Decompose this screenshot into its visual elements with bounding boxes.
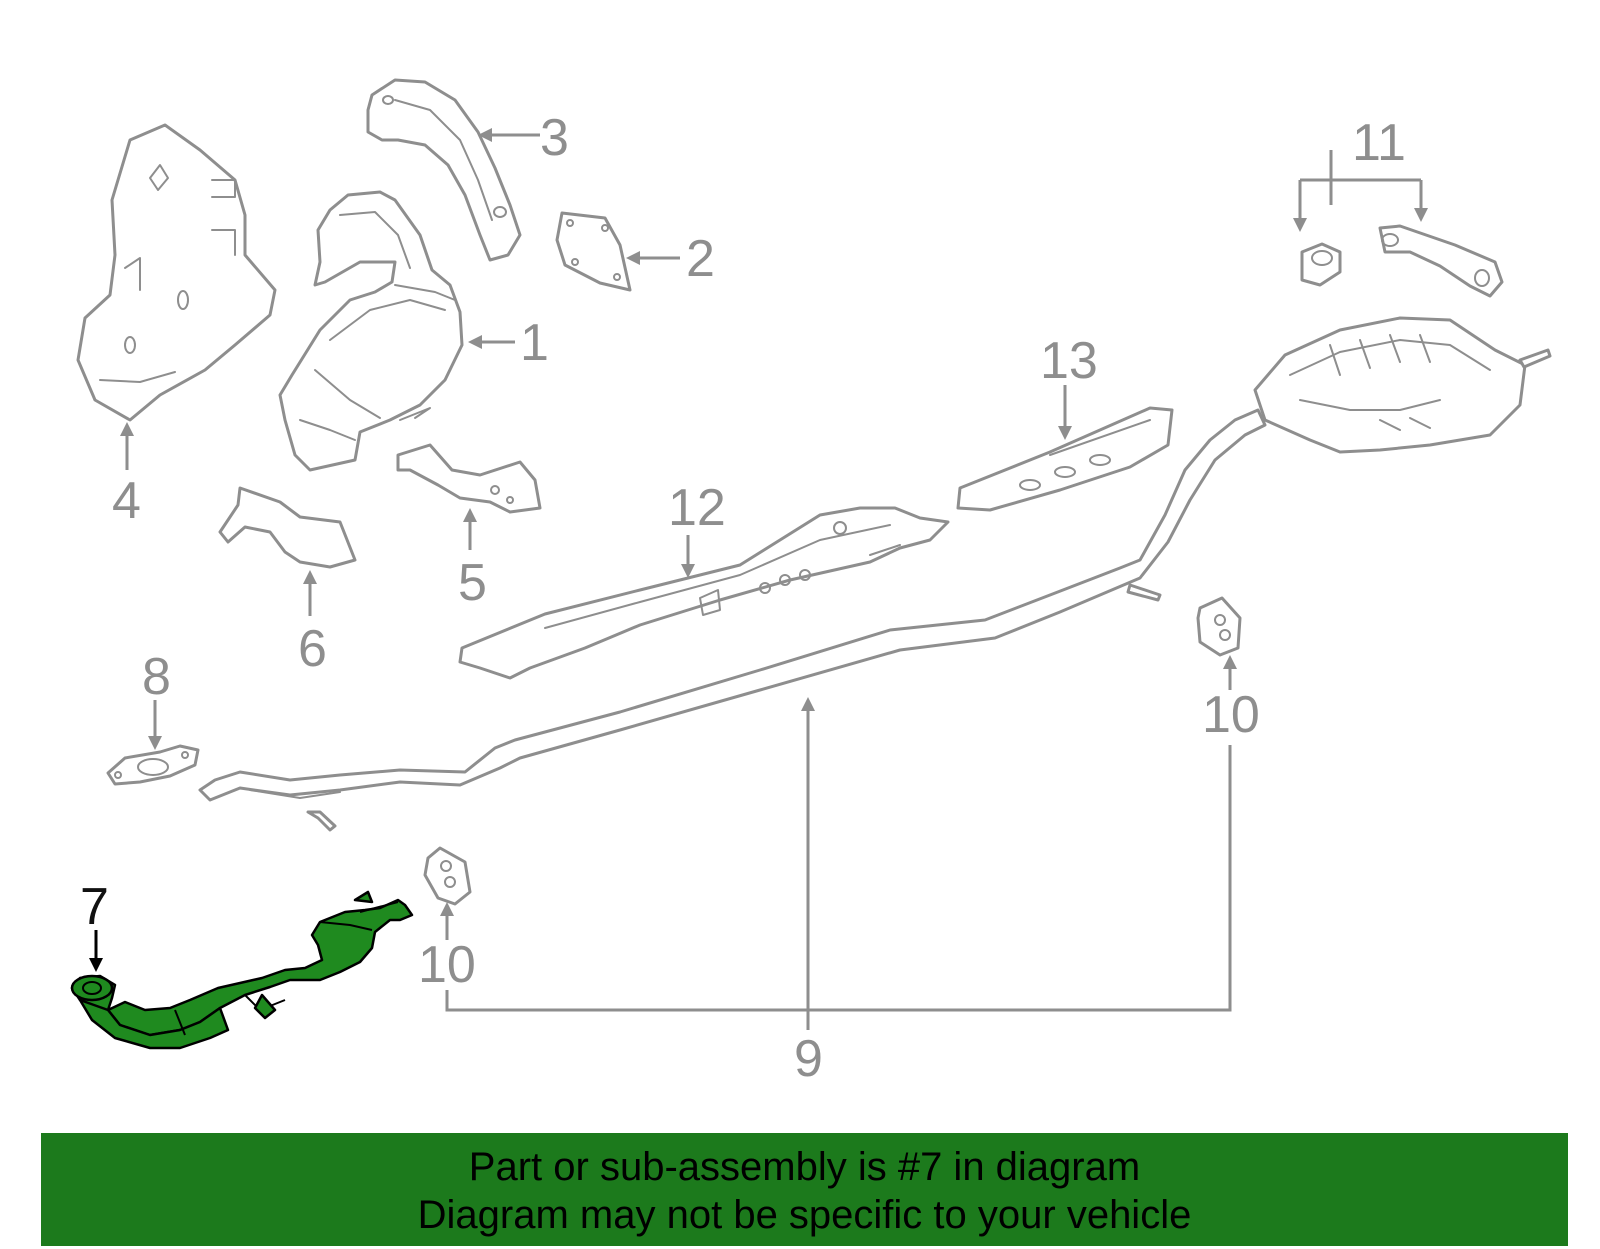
part-9-muffler-pipe[interactable] xyxy=(198,316,1552,832)
callout-9: 9 xyxy=(794,1030,823,1088)
part-7-front-pipe-highlighted[interactable] xyxy=(70,890,414,1050)
part-10-insulator-a[interactable] xyxy=(1196,596,1242,657)
callout-10-left: 10 xyxy=(418,936,476,994)
part-1-catalytic-converter[interactable] xyxy=(278,190,464,472)
part-10-insulator-b[interactable] xyxy=(423,846,472,906)
leader-lines xyxy=(89,128,1428,1030)
part-6-bracket[interactable] xyxy=(218,486,357,569)
callout-2: 2 xyxy=(686,230,715,288)
part-8-gasket[interactable] xyxy=(106,744,200,786)
banner-line-1: Part or sub-assembly is #7 in diagram xyxy=(468,1145,1141,1189)
part-3-upper-heat-shield[interactable] xyxy=(366,78,522,262)
callout-7: 7 xyxy=(80,878,109,936)
callout-12: 12 xyxy=(668,479,726,537)
part-2-gasket[interactable] xyxy=(555,211,632,292)
callout-labels: 1 2 3 4 5 6 7 8 9 10 10 11 12 13 xyxy=(80,109,1406,1088)
info-banner: Part or sub-assembly is #7 in diagram Di… xyxy=(41,1133,1568,1246)
callout-8: 8 xyxy=(142,648,171,706)
callout-1: 1 xyxy=(520,314,549,372)
part-12-heat-shield[interactable] xyxy=(458,506,950,680)
part-13-heat-shield[interactable] xyxy=(956,406,1174,512)
callout-13: 13 xyxy=(1040,332,1098,390)
callout-11: 11 xyxy=(1352,114,1406,172)
callout-10-right: 10 xyxy=(1202,686,1260,744)
callout-3: 3 xyxy=(540,109,569,167)
part-11-hangers[interactable] xyxy=(1300,224,1504,298)
callout-5: 5 xyxy=(458,554,487,612)
callout-4: 4 xyxy=(112,472,141,530)
callout-6: 6 xyxy=(298,620,327,678)
banner-line-2: Diagram may not be specific to your vehi… xyxy=(417,1193,1192,1237)
part-4-heat-shield[interactable] xyxy=(76,123,277,422)
part-5-bracket[interactable] xyxy=(396,443,542,514)
